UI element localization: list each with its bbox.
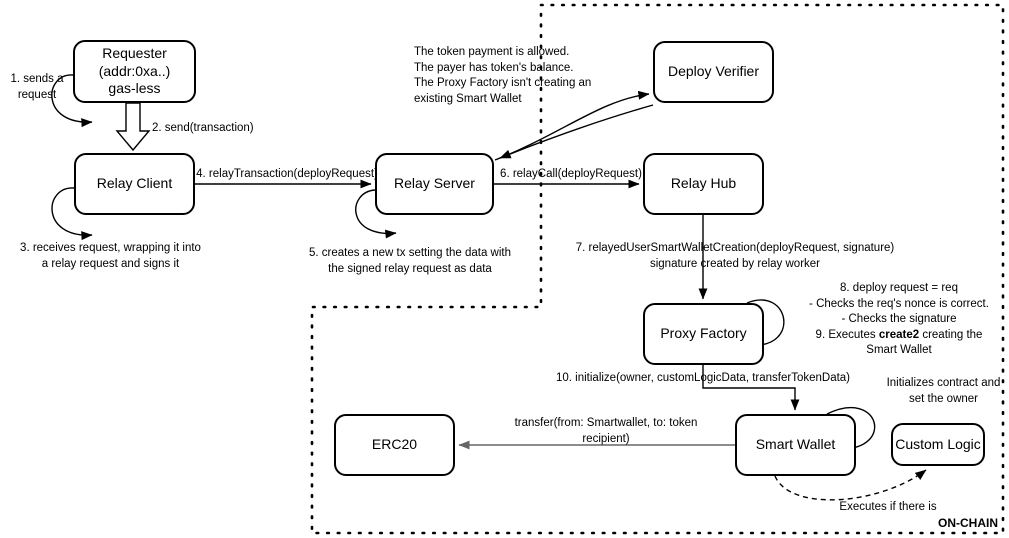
node-deploy-verifier-label: Deploy Verifier [667, 63, 760, 80]
edge-wallet-to-custom-logic [774, 469, 927, 501]
edge-verifier-to-server [499, 104, 654, 159]
edge-smart-wallet-self [826, 407, 876, 454]
edge-requester-to-client [115, 102, 151, 152]
node-relay-hub-label: Relay Hub [670, 175, 737, 192]
node-smart-wallet[interactable]: Smart Wallet [735, 414, 856, 476]
edge-relay-client-self [51, 187, 93, 241]
edge-relay-server-self [355, 189, 397, 239]
node-relay-hub[interactable]: Relay Hub [643, 153, 764, 215]
note-step-8-9: 8. deploy request = req - Checks the req… [809, 282, 989, 357]
node-relay-server[interactable]: Relay Server [375, 153, 494, 215]
node-smart-wallet-label: Smart Wallet [755, 436, 836, 453]
edge-requester-self [51, 74, 93, 128]
edge-label-step-10: 10. initialize(owner, customLogicData, t… [555, 372, 851, 384]
node-erc20[interactable]: ERC20 [334, 414, 455, 476]
node-requester-label: Requester (addr:0xa..) gas-less [98, 45, 171, 97]
edge-label-transfer: transfer(from: Smartwallet, to: token re… [514, 417, 698, 445]
edge-label-step-1: 1. sends a request [10, 73, 64, 101]
node-custom-logic[interactable]: Custom Logic [891, 423, 985, 466]
edge-label-step-6: 6. relayCall(deployRequest) [500, 168, 642, 180]
note-step-3: 3. receives request, wrapping it into a … [20, 242, 201, 270]
note-executes-if-there-is: Executes if there is [839, 501, 937, 513]
note-deploy-verifier: The token payment is allowed. The payer … [414, 46, 592, 105]
node-deploy-verifier[interactable]: Deploy Verifier [653, 41, 774, 103]
node-erc20-label: ERC20 [371, 436, 418, 453]
node-relay-server-label: Relay Server [394, 175, 475, 192]
node-custom-logic-label: Custom Logic [895, 435, 981, 452]
note-step-5: 5. creates a new tx setting the data wit… [308, 247, 511, 275]
edge-label-step-2: 2. send(transaction) [152, 122, 254, 134]
edge-proxy-factory-self [746, 299, 785, 351]
node-proxy-factory[interactable]: Proxy Factory [643, 303, 764, 365]
note-initializes-contract: Initializes contract and set the owner [886, 377, 1001, 405]
edge-factory-to-wallet [702, 365, 800, 411]
node-requester[interactable]: Requester (addr:0xa..) gas-less [73, 40, 196, 103]
on-chain-label: ON-CHAIN [938, 516, 998, 530]
edge-label-step-4: 4. relayTransaction(deployRequest) [196, 168, 378, 180]
node-proxy-factory-label: Proxy Factory [660, 325, 747, 342]
node-relay-client[interactable]: Relay Client [74, 153, 195, 215]
edge-label-step-7: 7. relayedUserSmartWalletCreation(deploy… [575, 242, 895, 270]
node-relay-client-label: Relay Client [96, 175, 173, 192]
